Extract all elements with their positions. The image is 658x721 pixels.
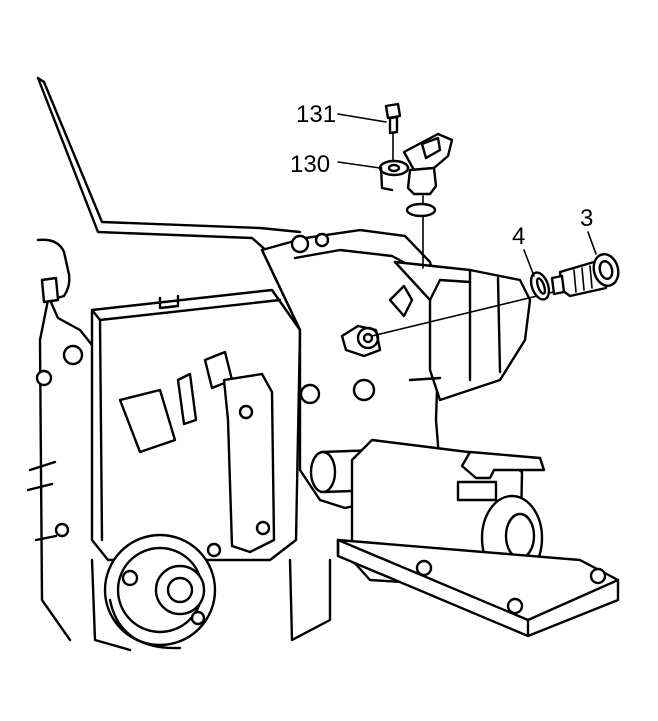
- plug-3: [550, 253, 620, 298]
- speed-sensor: [402, 132, 454, 196]
- callout-labels: 131 130 4 3: [290, 101, 593, 250]
- leader-lines: [337, 113, 597, 277]
- callout-130: 130: [290, 151, 330, 178]
- extension-housing: [260, 228, 532, 510]
- output-flange: [103, 533, 217, 650]
- callout-3: 3: [580, 205, 593, 232]
- transmission-case: [26, 76, 332, 652]
- seal-ring-4: [529, 271, 551, 301]
- sensor-o-ring: [405, 202, 437, 218]
- bolt-131: [384, 102, 402, 135]
- mounting-plate: [336, 538, 620, 638]
- callout-131: 131: [296, 101, 336, 128]
- bracket-130: [378, 159, 410, 192]
- callout-4: 4: [512, 223, 525, 250]
